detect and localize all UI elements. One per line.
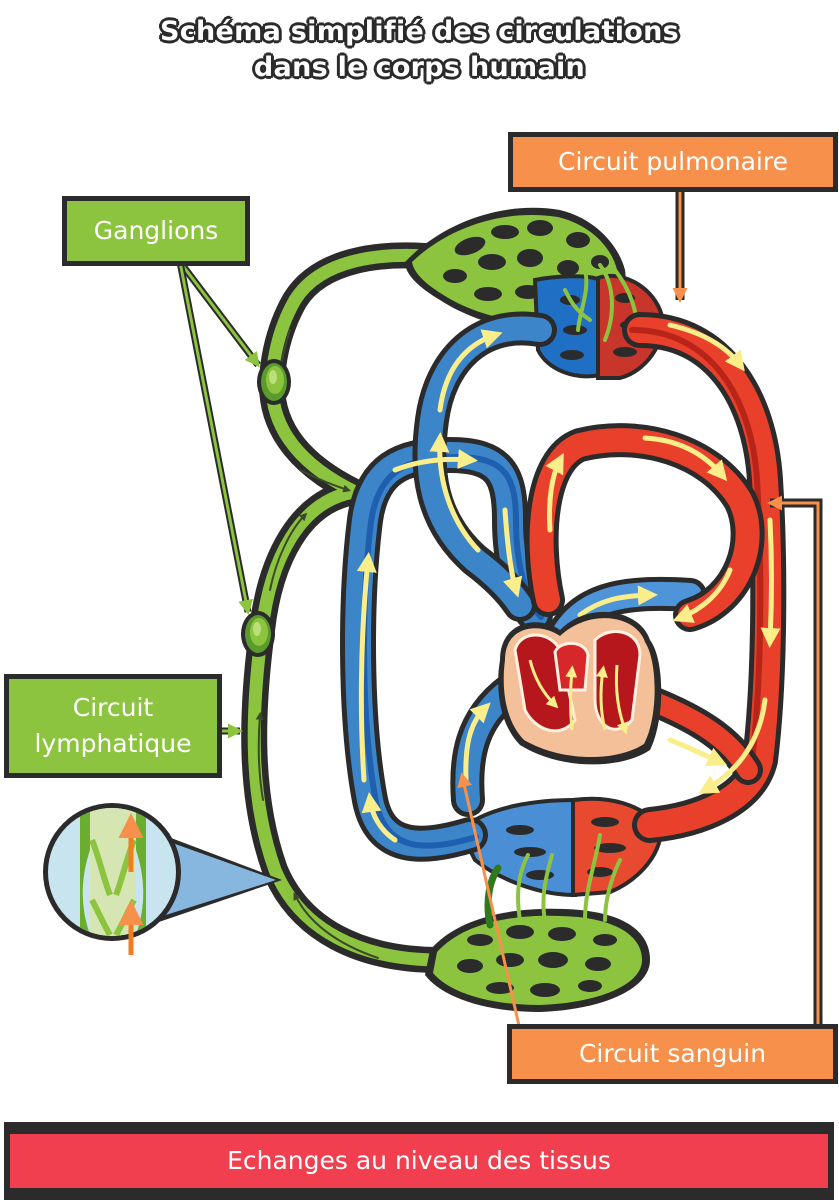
- ganglions-label-text: Ganglions: [93, 216, 219, 245]
- circuit-lymphatique-line-1: Circuit: [72, 693, 154, 722]
- circuit-lymphatique-line-2: lymphatique: [34, 729, 192, 758]
- title-line-1: Schéma simplifié des circulations: [159, 16, 680, 47]
- diagram-title: Schéma simplifié des circulations dans l…: [0, 14, 839, 86]
- lymph-valve-magnifier: [43, 803, 282, 955]
- oxygenated-vessels: [524, 312, 787, 843]
- heart: [498, 611, 662, 765]
- circuit-pulmonaire-label: Circuit pulmonaire: [508, 132, 838, 192]
- circuit-sanguin-label: Circuit sanguin: [507, 1024, 838, 1084]
- echanges-tissus-banner: Echanges au niveau des tissus: [4, 1122, 834, 1200]
- label-connectors: [176, 190, 823, 1031]
- title-line-2: dans le corps humain: [253, 52, 586, 83]
- circuit-pulmonaire-label-text: Circuit pulmonaire: [558, 147, 788, 176]
- lymph-nodes: [241, 359, 291, 657]
- ganglions-label: Ganglions: [62, 196, 250, 266]
- echanges-tissus-text: Echanges au niveau des tissus: [227, 1146, 611, 1175]
- lymphatic-capillary-network-bottom: [425, 908, 650, 1012]
- lymphatic-vessels: [241, 242, 458, 973]
- deoxygenated-vessels: [340, 311, 707, 862]
- circuit-sanguin-label-text: Circuit sanguin: [578, 1039, 767, 1068]
- tissue-capillary-bed: [457, 796, 663, 929]
- lymphatic-capillary-network-top: [405, 207, 626, 331]
- circuit-lymphatique-label: Circuit lymphatique: [4, 674, 222, 778]
